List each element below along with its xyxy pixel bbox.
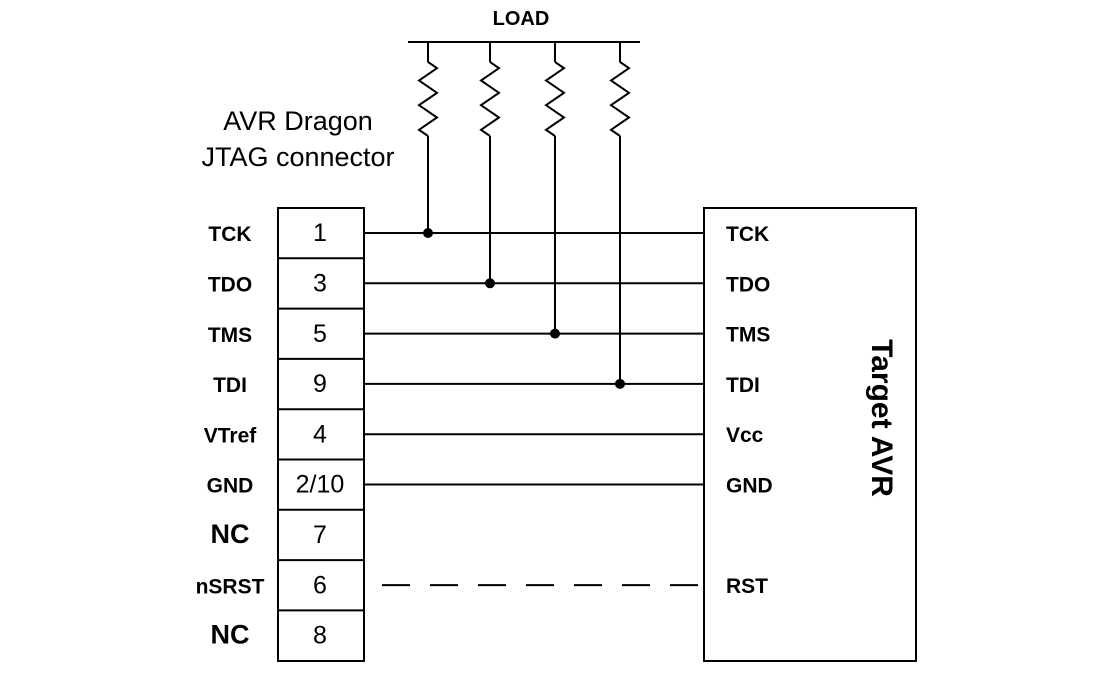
connector-signal-label: TCK (208, 223, 251, 246)
connector-pin-number: 2/10 (296, 471, 345, 499)
pullup-resistors (417, 42, 631, 389)
connector-signal-label: VTref (204, 424, 258, 447)
connector-signal-label: TDI (213, 374, 247, 397)
connector-signal-label: TDO (208, 273, 252, 296)
connector-pin-number: 9 (313, 370, 327, 398)
target-pin-label: RST (726, 575, 768, 598)
connector-rows: 1TCK3TDO5TMS9TDI4VTref2/10GND7NC6nSRST8N… (196, 219, 364, 650)
connector-pin-number: 3 (313, 269, 327, 297)
target-pin-label: TMS (726, 324, 770, 347)
connector-pin-number: 6 (313, 571, 327, 599)
pullup-resistor-symbol (609, 61, 631, 137)
pullup-resistor-symbol (544, 61, 566, 137)
connector-signal-label: GND (207, 475, 254, 498)
connector-pin-number: 4 (313, 420, 327, 448)
target-pin-label: TCK (726, 223, 769, 246)
connector-signal-label: NC (211, 620, 250, 650)
load-label: LOAD (493, 8, 550, 30)
target-pin-label: TDO (726, 273, 770, 296)
target-pin-label: GND (726, 475, 773, 498)
pullup-resistor-symbol (417, 61, 439, 137)
connector-pin-number: 8 (313, 622, 327, 650)
connector-signal-label: NC (211, 519, 250, 549)
connector-title-line1: AVR Dragon (223, 106, 373, 136)
connector-pin-number: 1 (313, 219, 327, 247)
target-avr-label: Target AVR (865, 339, 898, 497)
connector-pin-number: 7 (313, 521, 327, 549)
target-pin-label: Vcc (726, 424, 764, 447)
connector-signal-label: nSRST (196, 575, 265, 598)
connector-pin-number: 5 (313, 320, 327, 348)
connector-title-line2: JTAG connector (201, 142, 394, 172)
pullup-resistor-symbol (479, 61, 501, 137)
target-avr-box (703, 207, 917, 662)
signal-wires (364, 232, 704, 587)
connector-signal-label: TMS (208, 324, 252, 347)
target-pin-label: TDI (726, 374, 760, 397)
